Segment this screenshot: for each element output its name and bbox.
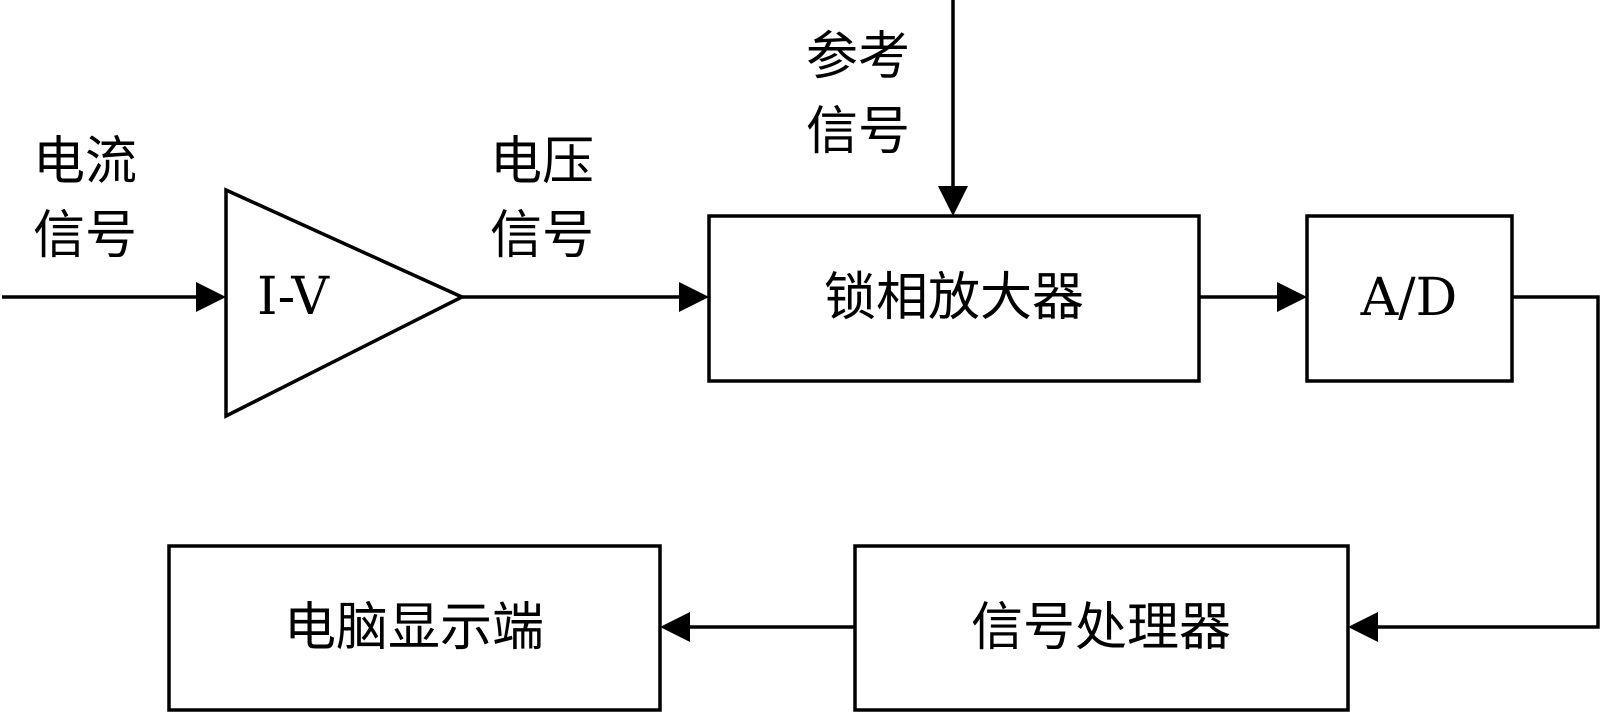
current-signal-label-line1: 电流 — [33, 132, 137, 192]
computer-display-block — [167, 544, 662, 712]
arrowhead-into-processor — [1348, 612, 1378, 642]
computer-display-label: 电脑显示端 — [284, 598, 544, 658]
voltage-signal-label-line2: 信号 — [490, 206, 594, 266]
reference-signal-label-line2: 信号 — [806, 102, 910, 162]
lock-in-amplifier-label: 锁相放大器 — [824, 268, 1084, 328]
arrowhead-into-lockin — [679, 282, 709, 312]
ad-to-processor-wire — [1378, 295, 1600, 629]
signal-processor-block — [853, 544, 1350, 712]
arrowhead-into-display — [660, 612, 690, 642]
ad-converter-label: A/D — [1360, 268, 1458, 328]
signal-processor-label: 信号处理器 — [971, 598, 1231, 658]
current-signal-label-line2: 信号 — [33, 206, 137, 266]
arrowhead-reference — [938, 186, 968, 216]
iv-amplifier-label: I-V — [257, 267, 330, 327]
iv-amplifier-triangle — [224, 187, 467, 419]
voltage-signal-label-line1: 电压 — [490, 132, 594, 192]
arrowhead-into-iv — [196, 282, 226, 312]
arrowhead-into-ad — [1277, 282, 1307, 312]
lock-in-amplifier-block — [707, 214, 1201, 383]
reference-signal-label-line1: 参考 — [806, 27, 910, 87]
